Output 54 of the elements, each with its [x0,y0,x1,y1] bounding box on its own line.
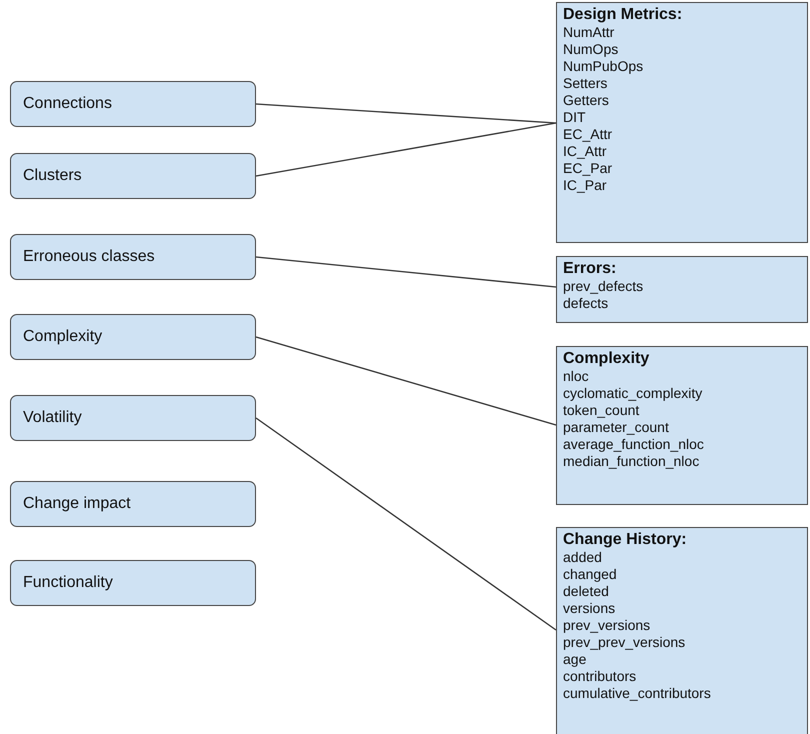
metric-name: token_count [563,402,640,419]
box-heading: Complexity [563,349,650,368]
metric-name: EC_Par [563,160,614,177]
metric-name: age [563,651,588,668]
category-box [10,560,256,606]
metric-name: IC_Attr [563,143,608,160]
metric-name: cumulative_contributors [563,685,712,702]
metric-name: contributors [563,668,638,685]
category-label: Erroneous classes [23,248,155,266]
connector-line [256,122,556,177]
metric-name: cyclomatic_complexity [563,385,704,402]
category-box [10,153,256,199]
metric-name: deleted [563,583,610,600]
box-heading: Errors: [563,259,618,278]
metric-name: versions [563,600,616,617]
category-label: Clusters [23,167,82,185]
metrics-box [556,256,808,323]
metric-name: Getters [563,92,610,109]
metric-name: defects [563,295,610,312]
category-box [10,395,256,441]
metric-name: NumPubOps [563,58,644,75]
box-heading: Design Metrics: [563,5,684,24]
category-box [10,81,256,127]
category-label: Volatility [23,409,82,427]
metrics-box [556,527,808,734]
connector-line [256,256,556,288]
connector-line [256,103,556,124]
metric-name: NumOps [563,41,620,58]
metric-name: Setters [563,75,608,92]
metric-name: DIT [563,109,587,126]
metric-name: average_function_nloc [563,436,705,453]
category-box [10,314,256,360]
metrics-box [556,346,808,505]
metric-name: IC_Par [563,177,608,194]
metric-name: parameter_count [563,419,670,436]
category-box [10,234,256,280]
category-label: Connections [23,95,112,113]
connector-line [256,336,556,426]
metric-name: NumAttr [563,24,616,41]
metrics-box [556,2,808,243]
metric-name: changed [563,566,618,583]
category-box [10,481,256,527]
metric-name: prev_prev_versions [563,634,686,651]
category-label: Change impact [23,495,131,513]
metric-name: median_function_nloc [563,453,700,470]
connector-line [256,417,556,631]
metric-name: prev_defects [563,278,644,295]
category-label: Complexity [23,328,102,346]
metric-name: prev_versions [563,617,652,634]
metric-name: nloc [563,368,590,385]
category-label: Functionality [23,574,113,592]
box-heading: Change History: [563,530,688,549]
metric-name: added [563,549,603,566]
metric-name: EC_Attr [563,126,614,143]
